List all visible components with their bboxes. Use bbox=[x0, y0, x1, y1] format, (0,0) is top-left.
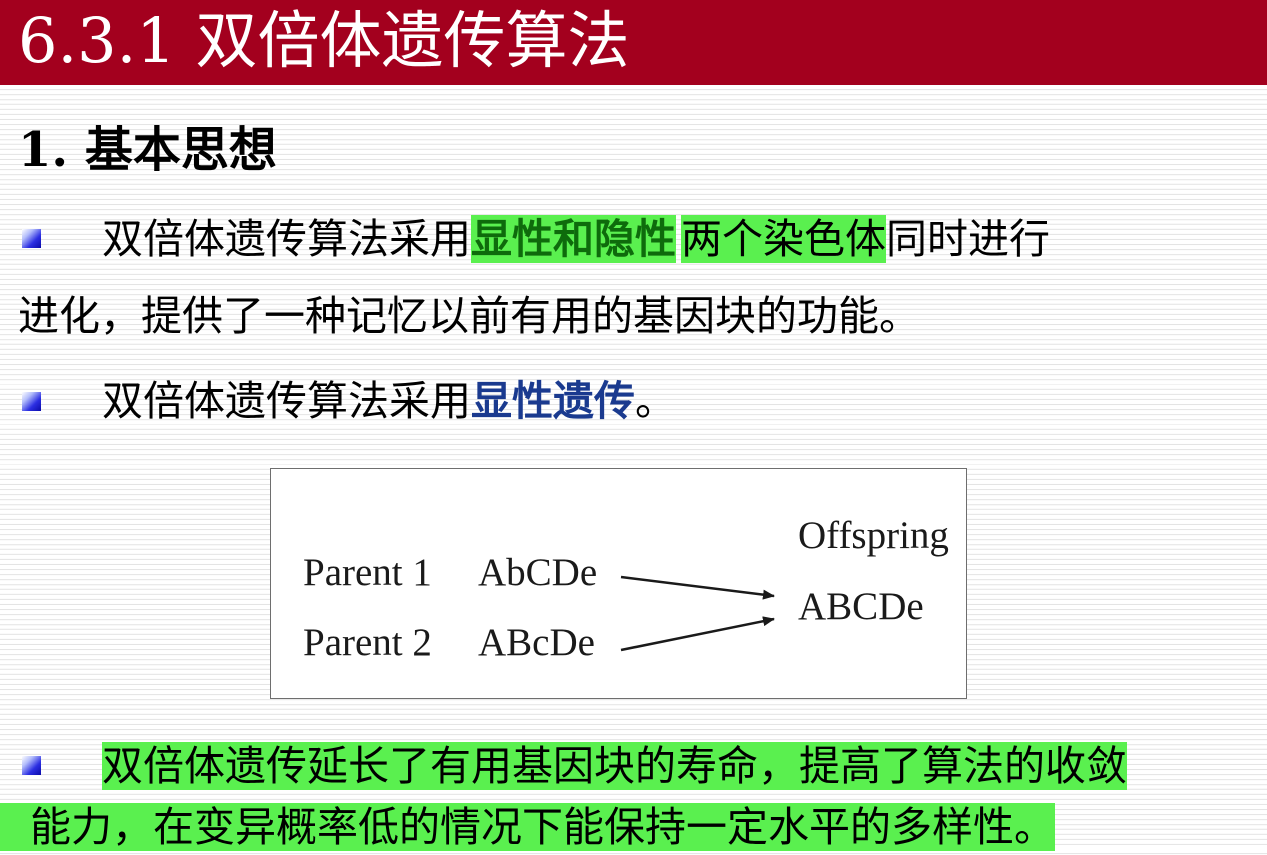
bullet-1-line-2: 进化，提供了一种记忆以前有用的基因块的功能。 bbox=[18, 292, 920, 340]
and-text: 和 bbox=[553, 215, 594, 263]
crossover-diagram: Parent 1 AbCDe Parent 2 ABcDe Offspring … bbox=[270, 468, 967, 699]
bullet-3-highlight-1: 双倍体遗传延长了有用基因块的寿命，提高了算法的收敛 bbox=[102, 742, 1127, 790]
slide-title: 6.3.1 双倍体遗传算法 bbox=[18, 4, 630, 77]
parent-2-label: Parent 2 bbox=[303, 621, 432, 664]
title-bar: 6.3.1 双倍体遗传算法 bbox=[0, 0, 1267, 85]
bullet-square-icon bbox=[22, 756, 41, 775]
bullet-square-icon bbox=[22, 392, 41, 411]
bullet-2-post: 。 bbox=[635, 377, 676, 425]
bullet-1-post: 同时进行 bbox=[886, 215, 1050, 263]
highlight-two-chromosomes: 两个染色体 bbox=[681, 215, 886, 263]
parent-1-label: Parent 1 bbox=[303, 551, 432, 594]
bullet-2-line: 双倍体遗传算法采用显性遗传。 bbox=[102, 373, 676, 429]
arrow-parent-2-to-offspring bbox=[620, 616, 775, 652]
recessive-text: 隐性 bbox=[594, 215, 676, 263]
offspring-genes: ABCDe bbox=[798, 585, 924, 628]
bullet-square-icon bbox=[22, 229, 41, 248]
bullet-2-pre: 双倍体遗传算法采用 bbox=[102, 377, 471, 425]
parent-2-genes: ABcDe bbox=[478, 621, 595, 664]
parent-1-genes: AbCDe bbox=[478, 551, 597, 594]
dominant-text: 显性 bbox=[471, 215, 553, 263]
dominant-inheritance-emphasis: 显性遗传 bbox=[471, 377, 635, 425]
bullet-1-pre: 双倍体遗传算法采用 bbox=[102, 215, 471, 263]
bullet-1-line-1: 双倍体遗传算法采用显性和隐性两个染色体同时进行 bbox=[102, 211, 1050, 267]
offspring-label: Offspring bbox=[798, 514, 949, 557]
bullet-3-line-1: 双倍体遗传延长了有用基因块的寿命，提高了算法的收敛 bbox=[102, 738, 1127, 794]
bullet-3-highlight-2: 能力，在变异概率低的情况下能保持一定水平的多样性。 bbox=[0, 803, 1055, 851]
crossover-diagram-svg: Parent 1 AbCDe Parent 2 ABcDe Offspring … bbox=[303, 514, 949, 664]
bullet-3-line-2: 能力，在变异概率低的情况下能保持一定水平的多样性。 bbox=[0, 799, 1055, 855]
highlight-dominant: 显性和隐性 bbox=[471, 215, 676, 263]
arrow-parent-1-to-offspring bbox=[620, 575, 775, 600]
section-heading: 1. 基本思想 bbox=[18, 122, 277, 178]
